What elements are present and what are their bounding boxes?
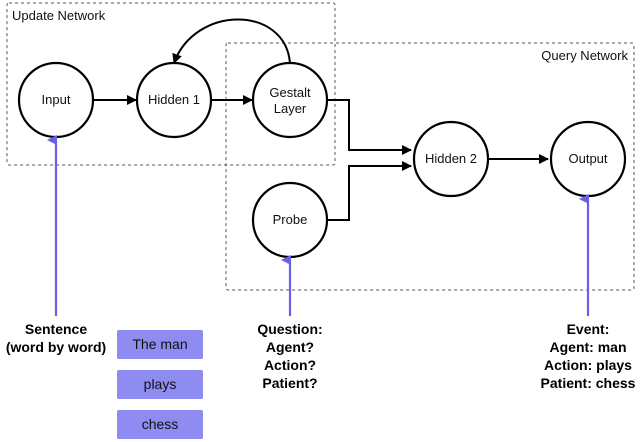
node-output: Output <box>549 120 627 198</box>
node-gestalt-label-line2: Layer <box>274 101 307 116</box>
sentence-line-2: (word by word) <box>6 339 106 355</box>
event-line-1: Event: <box>567 321 610 337</box>
node-input-label: Input <box>42 92 71 107</box>
event-line-3: Action: plays <box>544 357 632 373</box>
word-box-1-text: The man <box>132 336 187 352</box>
update-network-region <box>6 2 336 166</box>
word-box-3-text: chess <box>142 416 179 432</box>
node-hidden1: Hidden 1 <box>135 61 213 139</box>
sentence-line-1: Sentence <box>25 321 87 337</box>
node-gestalt-layer: Gestalt Layer <box>251 61 329 139</box>
edge-probe-hidden2 <box>327 161 412 221</box>
node-hidden1-label: Hidden 1 <box>148 92 200 107</box>
node-hidden2-label: Hidden 2 <box>425 151 477 166</box>
edge-gestalt-hidden1-recurrent <box>172 18 291 64</box>
word-box-3: chess <box>117 410 203 439</box>
event-line-2: Agent: man <box>550 339 627 355</box>
update-network-label: Update Network <box>12 8 106 23</box>
query-network-label: Query Network <box>541 48 628 63</box>
word-box-2: plays <box>117 370 203 399</box>
node-output-label: Output <box>568 151 607 166</box>
word-box-1: The man <box>117 330 203 359</box>
edge-gestalt-hidden2 <box>327 99 412 155</box>
node-hidden2: Hidden 2 <box>412 120 490 198</box>
node-input: Input <box>17 61 95 139</box>
node-gestalt-label-line1: Gestalt <box>269 85 311 100</box>
node-probe-label: Probe <box>273 212 308 227</box>
question-line-3: Action? <box>264 357 316 373</box>
word-box-2-text: plays <box>144 376 177 392</box>
query-network-region <box>225 42 635 291</box>
question-line-1: Question: <box>257 321 322 337</box>
node-probe: Probe <box>251 181 329 259</box>
event-line-4: Patient: chess <box>541 375 636 391</box>
question-annotation: Question: Agent? Action? Patient? <box>257 321 322 391</box>
question-line-4: Patient? <box>262 375 317 391</box>
sentence-annotation: Sentence (word by word) <box>6 321 106 355</box>
event-annotation: Event: Agent: man Action: plays Patient:… <box>541 321 636 391</box>
question-line-2: Agent? <box>266 339 314 355</box>
